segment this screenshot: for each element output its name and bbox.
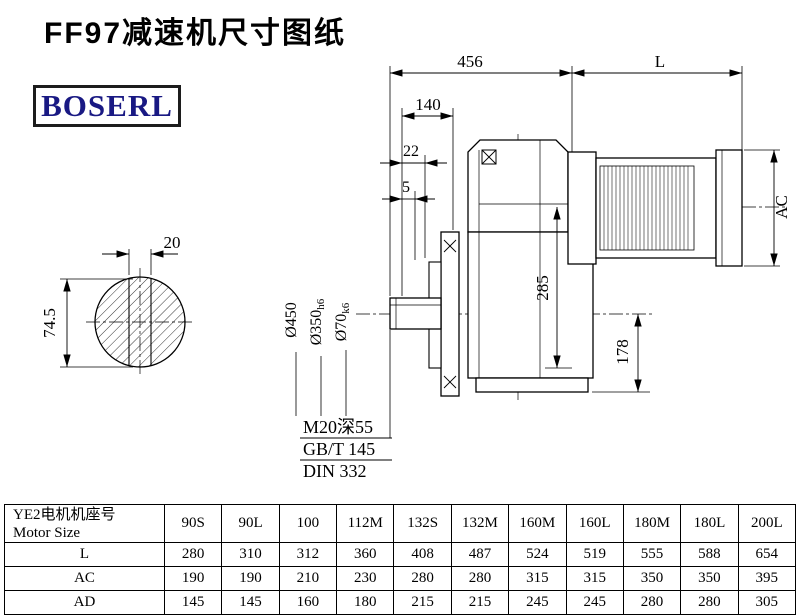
col-header-160M: 160M	[508, 504, 567, 543]
dim-L-label: L	[655, 52, 665, 71]
gearbox-front-view	[356, 134, 788, 400]
cell-AC-160M: 315	[508, 566, 567, 591]
col-header-90S: 90S	[163, 504, 223, 543]
output-shaft	[389, 297, 442, 330]
row-label-L: L	[4, 542, 165, 567]
note-thread: M20深55	[303, 417, 373, 437]
cell-L-180L: 588	[680, 542, 739, 567]
cell-L-90S: 280	[163, 542, 223, 567]
cell-L-200L: 654	[737, 542, 797, 567]
dim-74-5-label: 74.5	[40, 308, 59, 338]
cell-AD-180M: 280	[622, 590, 682, 615]
bottom-plate	[475, 377, 589, 393]
cell-AD-100: 160	[278, 590, 338, 615]
col-header-200L: 200L	[737, 504, 797, 543]
dim-285-label: 285	[533, 275, 552, 301]
note-gb-standard: GB/T 145	[303, 439, 375, 459]
cell-AC-90L: 190	[221, 566, 280, 591]
col-header-132S: 132S	[393, 504, 452, 543]
cell-AD-132S: 215	[393, 590, 452, 615]
page-title: FF97减速机尺寸图纸	[44, 17, 347, 50]
motor-adapter	[567, 151, 597, 265]
cell-L-100: 312	[278, 542, 338, 567]
cell-L-132M: 487	[450, 542, 510, 567]
cell-AC-100: 210	[278, 566, 338, 591]
col-header-180L: 180L	[680, 504, 739, 543]
dim-140-label: 140	[415, 95, 441, 114]
table-row-L: L 280 310 312 360 408 487 524 519 555 58…	[4, 542, 797, 567]
output-flange	[440, 231, 460, 397]
col-header-100: 100	[278, 504, 338, 543]
header-cn: YE2电机机座号	[13, 506, 116, 523]
technical-drawing: 20 74.5	[40, 52, 791, 481]
table-header-row: YE2电机机座号 Motor Size 90S 90L 100 112M 132…	[4, 504, 797, 543]
motor-fin-block	[599, 165, 695, 251]
cell-AD-200L: 305	[737, 590, 797, 615]
table-row-AC: AC 190 190 210 230 280 280 315 315 350 3…	[4, 566, 797, 591]
cell-AD-160M: 245	[508, 590, 567, 615]
cell-AD-90L: 145	[221, 590, 280, 615]
cell-AC-200L: 395	[737, 566, 797, 591]
motor-fins	[603, 166, 689, 250]
cell-AC-112M: 230	[336, 566, 395, 591]
cell-L-160L: 519	[565, 542, 624, 567]
dia-70-main: Ø70	[333, 314, 350, 342]
cell-AD-132M: 215	[450, 590, 510, 615]
shaft-section-view: 20 74.5	[40, 233, 194, 376]
col-header-90L: 90L	[221, 504, 280, 543]
flange-bolt-cross-top	[443, 239, 457, 253]
row-label-AD: AD	[4, 590, 165, 615]
cell-AC-90S: 190	[163, 566, 223, 591]
dim-178-label: 178	[613, 339, 632, 365]
cell-AD-180L: 280	[680, 590, 739, 615]
row-label-AC: AC	[4, 566, 165, 591]
cell-L-112M: 360	[336, 542, 395, 567]
cell-AC-160L: 315	[565, 566, 624, 591]
cell-L-160M: 524	[508, 542, 567, 567]
dim-456-label: 456	[457, 52, 483, 71]
dim-5-label: 5	[402, 179, 410, 196]
dia-350-label: Ø350h6	[308, 298, 327, 345]
col-header-180M: 180M	[622, 504, 682, 543]
housing-plug	[481, 149, 497, 165]
cell-AC-180M: 350	[622, 566, 682, 591]
col-header-112M: 112M	[336, 504, 395, 543]
boserl-logo-text: BOSERL	[41, 88, 173, 123]
dia-350-main: Ø350	[308, 310, 325, 346]
dimension-annotations: 456 L 140 22 5 Ø450 Ø350h6 Ø70k6 285 178	[283, 52, 791, 481]
dia-70-tolerance: k6	[340, 302, 352, 314]
dia-70-label: Ø70k6	[333, 302, 352, 341]
boserl-logo-box: BOSERL	[33, 85, 181, 127]
cell-AC-180L: 350	[680, 566, 739, 591]
dia-450-label: Ø450	[283, 302, 300, 338]
col-header-132M: 132M	[450, 504, 510, 543]
dim-20-label: 20	[164, 233, 181, 252]
cell-AD-112M: 180	[336, 590, 395, 615]
fan-cowl	[715, 149, 743, 267]
dia-350-tolerance: h6	[315, 298, 327, 310]
col-header-160L: 160L	[565, 504, 624, 543]
table-row-AD: AD 145 145 160 180 215 215 245 245 280 2…	[4, 590, 797, 615]
cell-AD-160L: 245	[565, 590, 624, 615]
cell-L-132S: 408	[393, 542, 452, 567]
dim-AC-label: AC	[772, 195, 791, 219]
cell-AD-90S: 145	[163, 590, 223, 615]
cell-L-90L: 310	[221, 542, 280, 567]
motor-size-table: YE2电机机座号 Motor Size 90S 90L 100 112M 132…	[4, 504, 797, 615]
dim-22-label: 22	[403, 143, 419, 160]
cell-AC-132S: 280	[393, 566, 452, 591]
note-din-standard: DIN 332	[303, 461, 367, 481]
cell-AC-132M: 280	[450, 566, 510, 591]
flange-bolt-cross-bottom	[443, 375, 457, 389]
motor-size-header: YE2电机机座号 Motor Size	[4, 504, 165, 543]
header-en: Motor Size	[13, 524, 81, 541]
cell-L-180M: 555	[622, 542, 682, 567]
